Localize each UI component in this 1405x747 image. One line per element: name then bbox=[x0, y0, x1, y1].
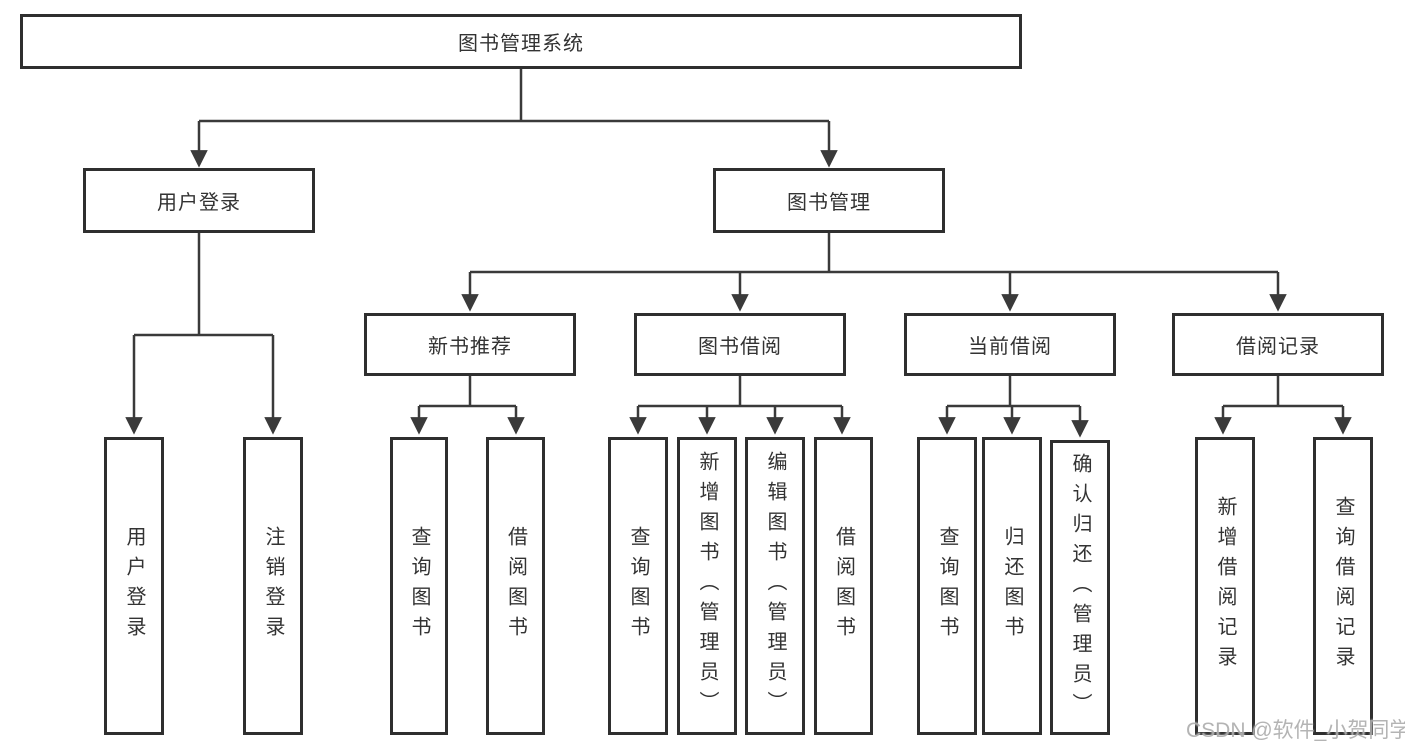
node-label: 查询借阅记录 bbox=[1332, 496, 1354, 676]
node-label: 借阅图书 bbox=[832, 526, 855, 646]
connector-skeleton bbox=[134, 67, 1343, 408]
leaf-return-book: 归还图书 bbox=[982, 437, 1042, 735]
node-label: 用户登录 bbox=[123, 526, 145, 646]
leaf-user-login: 用户登录 bbox=[104, 437, 164, 735]
node-label: 新书推荐 bbox=[428, 336, 512, 358]
node-label: 归还图书 bbox=[1001, 526, 1023, 646]
leaf-add-book-admin: 新增图书（管理员） bbox=[677, 437, 737, 735]
node-new-book-recommend: 新书推荐 bbox=[364, 313, 576, 376]
leaf-query-books-current: 查询图书 bbox=[917, 437, 977, 735]
node-label: 查询图书 bbox=[936, 526, 958, 646]
node-label: 查询图书 bbox=[408, 526, 430, 646]
node-label: 编辑图书（管理员） bbox=[764, 451, 786, 721]
node-book-management: 图书管理 bbox=[713, 168, 945, 233]
leaf-query-books-borrowing: 查询图书 bbox=[608, 437, 668, 735]
leaf-query-books-recommend: 查询图书 bbox=[390, 437, 448, 735]
node-label: 借阅图书 bbox=[504, 526, 527, 646]
leaf-query-borrow-record: 查询借阅记录 bbox=[1313, 437, 1373, 735]
node-label: 新增借阅记录 bbox=[1214, 496, 1236, 676]
node-label: 图书管理系统 bbox=[458, 33, 584, 55]
leaf-add-borrow-record: 新增借阅记录 bbox=[1195, 437, 1255, 735]
node-book-borrowing: 图书借阅 bbox=[634, 313, 846, 376]
leaf-confirm-return-admin: 确认归还（管理员） bbox=[1050, 440, 1110, 735]
node-label: 确认归还（管理员） bbox=[1069, 452, 1091, 723]
leaf-borrow-books: 借阅图书 bbox=[814, 437, 873, 735]
node-label: 用户登录 bbox=[157, 192, 241, 214]
node-label: 查询图书 bbox=[627, 526, 649, 646]
node-borrow-records: 借阅记录 bbox=[1172, 313, 1384, 376]
leaf-borrow-books-recommend: 借阅图书 bbox=[486, 437, 545, 735]
node-label: 图书借阅 bbox=[698, 336, 782, 358]
node-label: 图书管理 bbox=[787, 192, 871, 214]
node-label: 当前借阅 bbox=[968, 336, 1052, 358]
node-user-login: 用户登录 bbox=[83, 168, 315, 233]
connector-arrows bbox=[125, 121, 1352, 438]
leaf-edit-book-admin: 编辑图书（管理员） bbox=[745, 437, 805, 735]
node-library-management-system: 图书管理系统 bbox=[20, 14, 1022, 69]
node-label: 新增图书（管理员） bbox=[696, 451, 718, 721]
node-label: 借阅记录 bbox=[1236, 336, 1320, 358]
node-label: 注销登录 bbox=[262, 526, 284, 646]
node-current-borrowing: 当前借阅 bbox=[904, 313, 1116, 376]
leaf-logout: 注销登录 bbox=[243, 437, 303, 735]
csdn-watermark: CSDN @软件_小贺同学 bbox=[1186, 719, 1405, 742]
